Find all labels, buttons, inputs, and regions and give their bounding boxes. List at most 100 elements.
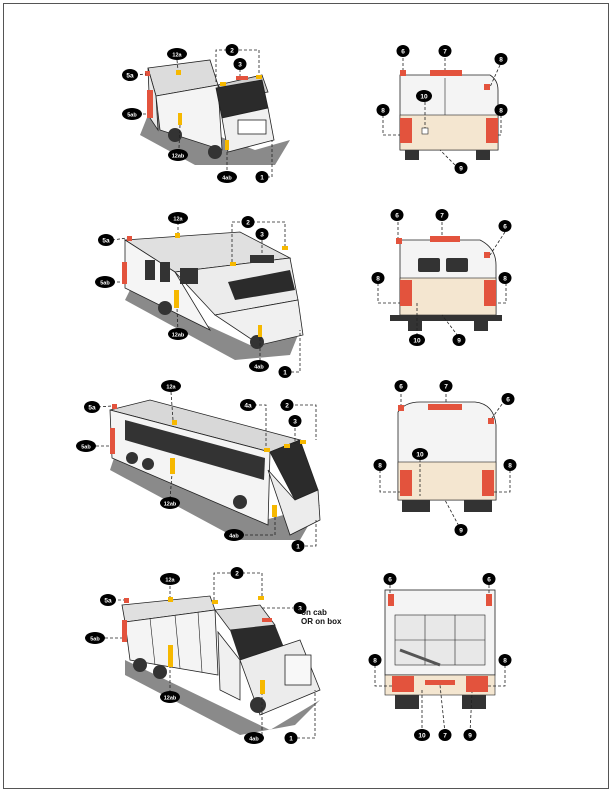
callout-label: 9 <box>459 166 463 173</box>
callout-label: 5ab <box>90 637 100 643</box>
callout-step-van-rear-8: 8 <box>494 53 508 65</box>
van-grille <box>237 119 267 135</box>
callout-bubble <box>494 104 508 116</box>
callout-coach-bus-rear-6: 6 <box>394 380 408 392</box>
callout-label: 5ab <box>127 113 137 119</box>
callout-coach-bus-side-5ab: 5ab <box>76 440 96 452</box>
callout-label: 6 <box>506 397 510 404</box>
callout-step-van-side-3: 3 <box>233 58 247 70</box>
callout-bubble <box>240 399 256 411</box>
callout-label: 12ab <box>164 696 177 702</box>
callout-motorhome-side-1: 1 <box>278 366 292 378</box>
callout-bubble <box>454 524 468 536</box>
callout-label: 8 <box>503 276 507 283</box>
callout-bubble <box>414 729 430 741</box>
callout-coach-bus-side-12ab: 12ab <box>160 497 180 509</box>
cab-door <box>217 630 241 701</box>
marker-12a <box>172 420 177 425</box>
callout-motorhome-rear-9: 9 <box>452 334 466 346</box>
rear-lamp-left <box>400 280 412 306</box>
callout-label: 6 <box>399 384 403 391</box>
rear-tan-zone <box>397 461 497 501</box>
rear-clearance-right <box>486 594 492 606</box>
callout-bubble <box>438 729 452 741</box>
rv-window-2 <box>160 262 170 282</box>
callout-motorhome-side-5a: 5a <box>98 234 114 246</box>
callout-label: 8 <box>373 658 377 665</box>
marker-2-right <box>256 75 262 79</box>
callout-motorhome-rear-8: 8 <box>371 272 385 284</box>
callout-step-van-side-1: 1 <box>255 171 269 183</box>
callout-dump-truck-rear-6: 6 <box>383 573 397 585</box>
callout-bubble <box>244 732 264 744</box>
marker-3 <box>236 76 248 80</box>
callout-bubble <box>293 602 307 614</box>
marker-5ab <box>110 428 115 454</box>
callout-step-van-side-12ab: 12ab <box>168 149 188 161</box>
callout-label: 9 <box>468 733 472 740</box>
rear-window-right <box>446 258 468 272</box>
callout-step-van-rear-6: 6 <box>396 45 410 57</box>
step-van-side-view <box>140 59 290 165</box>
callout-label: 12ab <box>164 502 177 508</box>
truck-grille <box>284 654 312 686</box>
callout-step-van-side-5a: 5a <box>122 69 138 81</box>
rear-clearance-right <box>484 84 490 90</box>
rear-wheels-right <box>462 695 486 709</box>
callout-label: 8 <box>503 658 507 665</box>
coach-bus-rear-view <box>397 401 497 512</box>
box-rib-1 <box>149 617 156 666</box>
rear-window-left <box>418 258 440 272</box>
callout-label: 7 <box>443 733 447 740</box>
callout-bubble <box>435 209 449 221</box>
callout-bubble <box>482 573 496 585</box>
marker-2-left <box>212 600 218 604</box>
box-rib-3 <box>197 611 203 673</box>
rear-clearance-left <box>388 594 394 606</box>
marker-2-right <box>282 246 288 250</box>
callout-step-van-side-5ab: 5ab <box>122 108 142 120</box>
marker-5a <box>112 404 117 409</box>
wheel-rear-2 <box>142 458 154 470</box>
callout-motorhome-rear-6: 6 <box>390 209 404 221</box>
note-line-1: *on cab <box>298 608 327 617</box>
marker-4ab <box>260 680 265 694</box>
callout-step-van-rear-8: 8 <box>494 104 508 116</box>
callout-bubble <box>249 360 269 372</box>
callout-dump-truck-side-1: 1 <box>284 732 298 744</box>
callout-label: 12ab <box>172 154 185 160</box>
callout-dump-truck-side-5ab: 5ab <box>85 632 105 644</box>
marker-5a <box>124 598 129 603</box>
callout-step-van-rear-7: 7 <box>438 45 452 57</box>
rear-lamp-right <box>482 470 494 496</box>
callout-bubble <box>390 209 404 221</box>
rear-id-lamps <box>430 236 460 242</box>
callout-label: 5ab <box>81 445 91 451</box>
callout-bubble <box>167 48 187 60</box>
callout-label: 10 <box>418 733 426 740</box>
marker-2-left <box>220 82 226 86</box>
callout-bubble <box>288 415 302 427</box>
callout-motorhome-side-5ab: 5ab <box>95 276 115 288</box>
callout-bubble <box>503 459 517 471</box>
callout-bubble <box>409 334 425 346</box>
wheel-rear <box>158 301 172 315</box>
rv-windshield <box>228 270 295 300</box>
callout-label: 3 <box>260 232 264 239</box>
callout-bubble <box>376 104 390 116</box>
callout-bubble <box>98 234 114 246</box>
callout-bubble <box>438 45 452 57</box>
callout-motorhome-rear-7: 7 <box>435 209 449 221</box>
callout-bubble <box>233 58 247 70</box>
callout-label: 5a <box>102 238 110 245</box>
callout-coach-bus-side-5a: 5a <box>84 401 100 413</box>
marker-4a <box>264 448 270 452</box>
rear-clearance-right <box>484 252 490 258</box>
rear-wheel-right <box>474 321 488 331</box>
marker-12a <box>176 70 181 75</box>
callout-bubble <box>368 654 382 666</box>
callout-label: 6 <box>401 49 405 56</box>
callout-label: 8 <box>381 108 385 115</box>
